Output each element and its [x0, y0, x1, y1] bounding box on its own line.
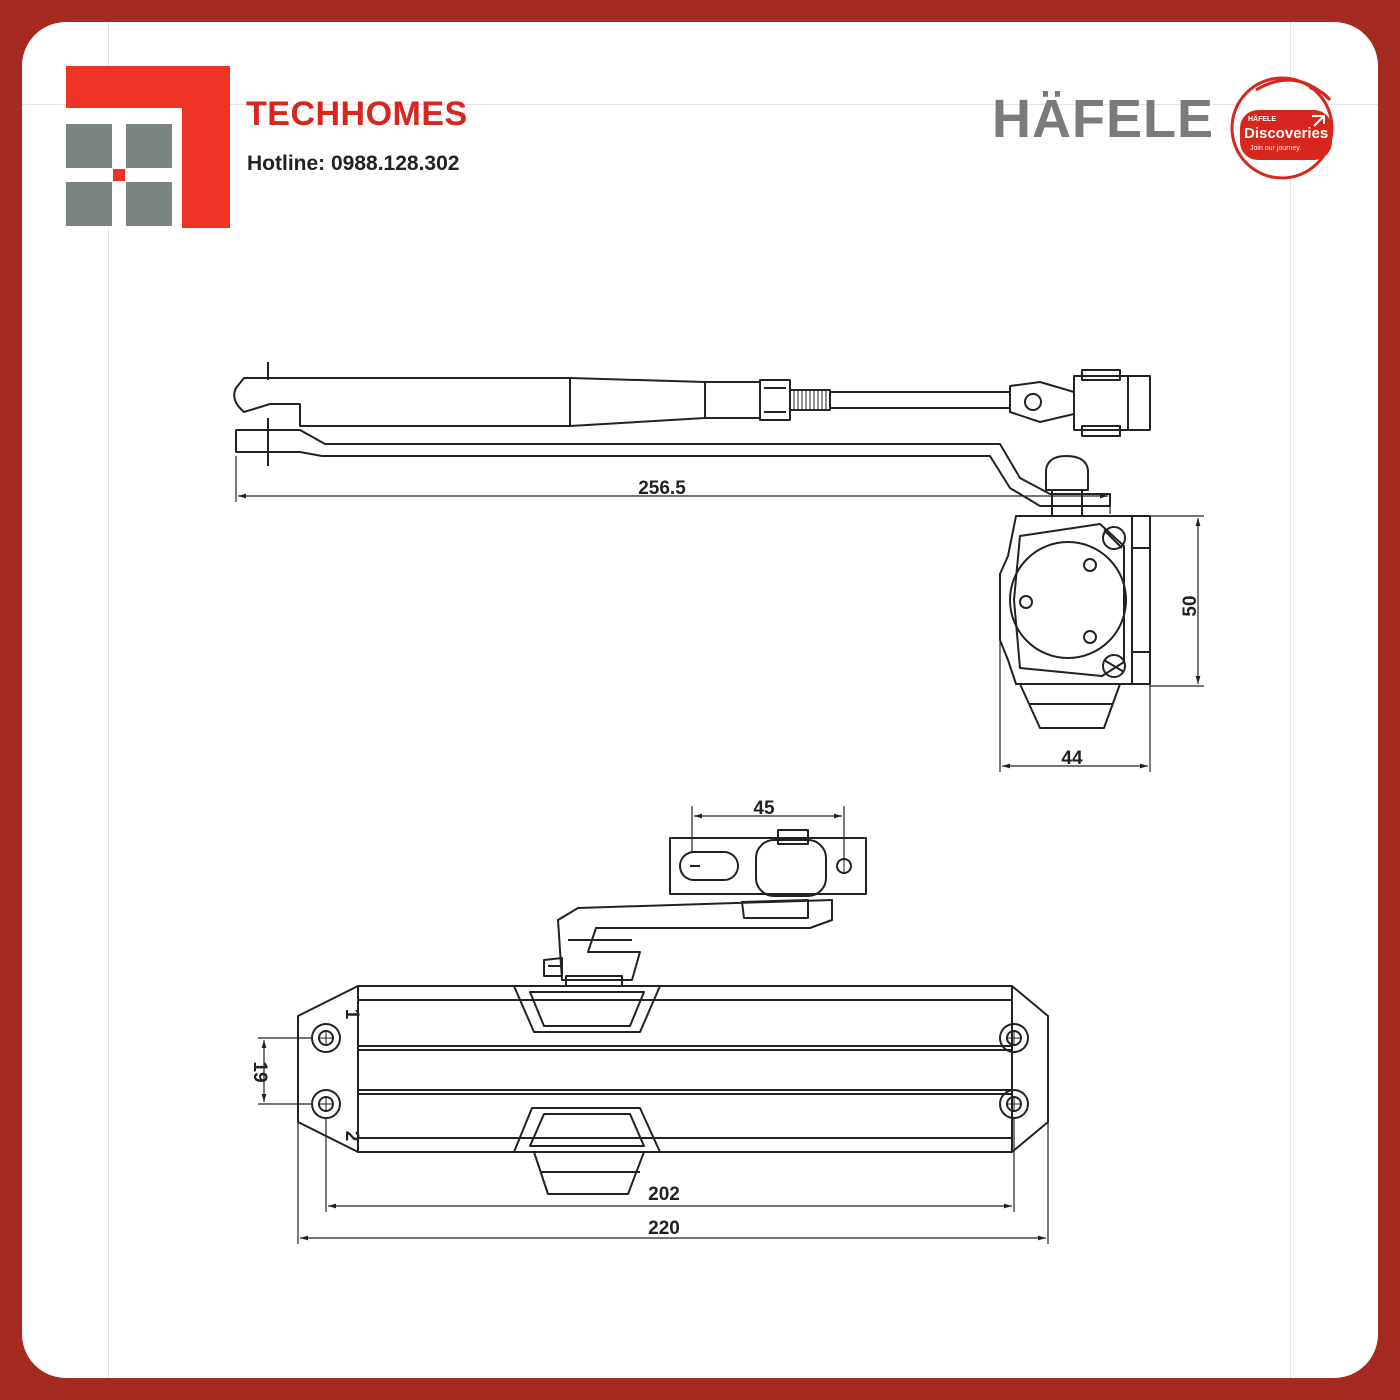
dim-label-overall-length: 220 [648, 1218, 680, 1239]
guide-line [22, 104, 1378, 105]
techhomes-logo-icon [66, 66, 230, 228]
closer-body-top [297, 985, 1049, 1195]
mounting-bracket [669, 829, 867, 897]
page-card: TECHHOMES Hotline: 0988.128.302 HÄFELE H… [22, 22, 1378, 1378]
hole-label-1: 1 [341, 1009, 362, 1020]
badge-main-text: Discoveries [1244, 125, 1328, 142]
dim-label-body-height: 50 [1180, 595, 1201, 616]
hafele-logo: HÄFELE [992, 89, 1214, 149]
dim-label-bracket-width: 45 [753, 798, 775, 819]
dim-label-hole-distance: 202 [648, 1184, 680, 1205]
hotline-text: Hotline: 0988.128.302 [247, 152, 460, 175]
badge-tagline: Join our journey. [1250, 145, 1301, 152]
dim-label-arm-length: 256.5 [638, 478, 686, 499]
hole-label-2: 2 [341, 1131, 362, 1142]
dim-label-body-depth: 44 [1061, 748, 1083, 769]
arm-top-view [543, 899, 833, 987]
closer-body-side [999, 515, 1151, 729]
door-closer-drawing: 256.5 50 44 45 19 202 220 1 2 [233, 362, 1204, 1244]
guide-line [108, 22, 109, 1378]
badge-small-text: HÄFELE [1248, 115, 1276, 123]
dim-label-hole-spacing: 19 [249, 1061, 270, 1082]
guide-line [1290, 22, 1291, 1378]
brand-name: TECHHOMES [246, 95, 468, 133]
discoveries-badge: HÄFELE Discoveries Join our journey. [1230, 76, 1334, 180]
arm-side-view [233, 362, 1151, 507]
